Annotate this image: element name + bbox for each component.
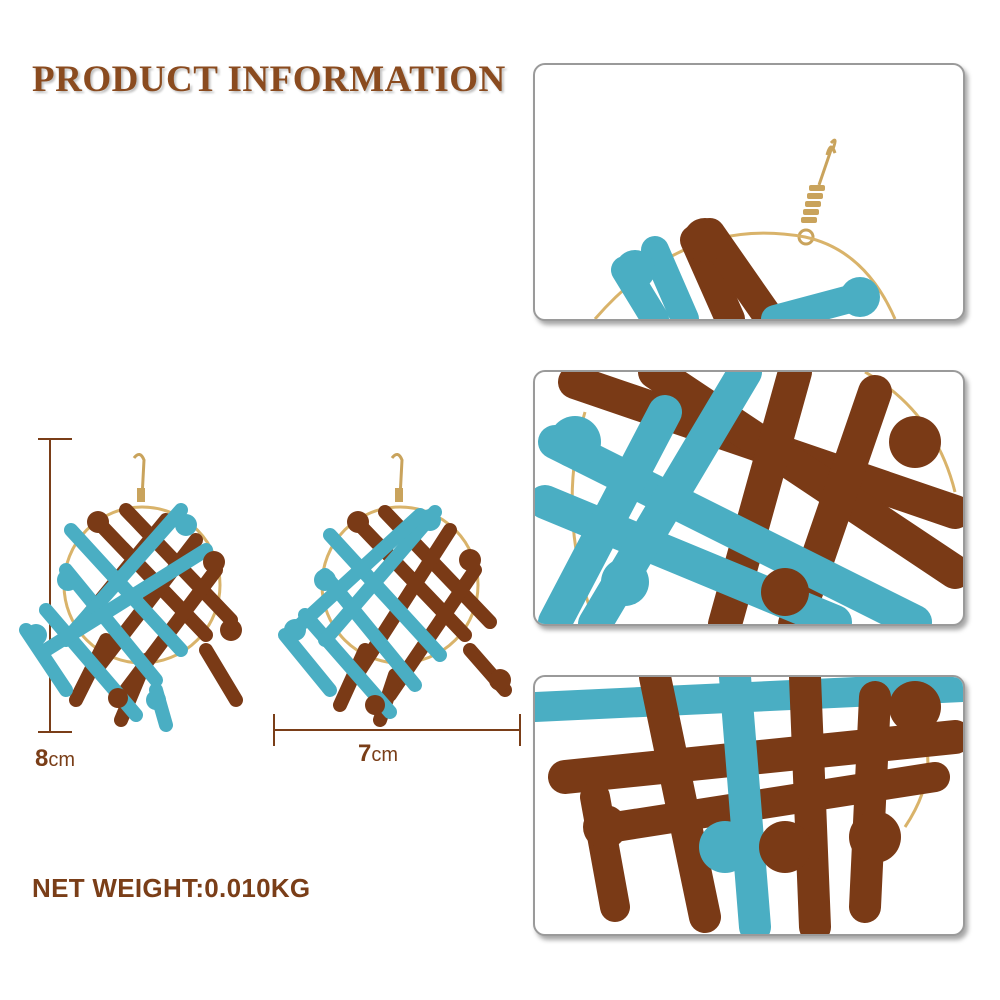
height-dimension-label: 8cm [35, 745, 76, 772]
detail-image-fringe [533, 675, 965, 936]
detail-image-weave [533, 370, 965, 626]
earring-image-left [19, 453, 243, 732]
detail-image-hook [533, 63, 965, 321]
earring-image-right [278, 453, 512, 727]
width-dimension-line [273, 714, 521, 746]
net-weight-label: NET WEIGHT:0.010KG [32, 873, 311, 903]
width-dimension-label: 7cm [358, 740, 399, 767]
height-dimension-line [38, 438, 72, 733]
product-information-title: PRODUCT INFORMATION [32, 59, 506, 100]
